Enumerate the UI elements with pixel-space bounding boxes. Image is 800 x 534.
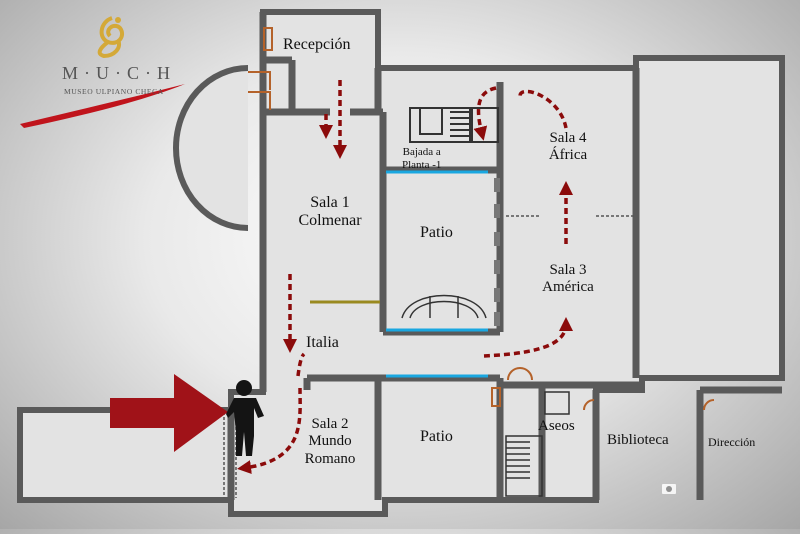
- logo-brush-stroke: [20, 84, 185, 128]
- label-recepcion: Recepción: [283, 36, 351, 53]
- entrance-arrow-icon: [110, 374, 228, 452]
- label-sala3: Sala 3 América: [542, 262, 594, 296]
- interior-walls: [227, 12, 782, 500]
- label-aseos: Aseos: [538, 418, 575, 434]
- doors: [248, 27, 715, 411]
- fountain-arch: [401, 294, 487, 319]
- windows: [386, 170, 488, 378]
- label-direccion: Dirección: [708, 435, 756, 449]
- camera-icon: [662, 484, 676, 494]
- label-sala1: Sala 1 Colmenar: [298, 194, 362, 230]
- route-arrow-america: [483, 317, 573, 358]
- museum-logo-mark: [97, 16, 125, 59]
- visitor-silhouette-icon: [226, 380, 264, 456]
- route-arrow-stairs-loop: [479, 86, 568, 134]
- logo-initials: M·U·C·H: [62, 63, 176, 83]
- label-italia: Italia: [306, 334, 339, 351]
- label-patio-south: Patio: [420, 428, 453, 445]
- logo-subtitle: MUSEO ULPIANO CHECA: [64, 87, 164, 96]
- route-arrow-italia-loop: [244, 352, 306, 468]
- label-patio-north: Patio: [420, 224, 453, 241]
- patio-columns: [494, 178, 500, 326]
- label-sala4: Sala 4 África: [548, 130, 588, 164]
- label-biblioteca: Biblioteca: [607, 432, 669, 448]
- visitor-route: [244, 80, 573, 468]
- staircase-aseos: [505, 391, 570, 497]
- label-bajada: Bajada a Planta -1: [402, 146, 442, 171]
- bay-semicircle: [173, 65, 249, 231]
- label-sala2: Sala 2 Mundo Romano: [304, 416, 356, 467]
